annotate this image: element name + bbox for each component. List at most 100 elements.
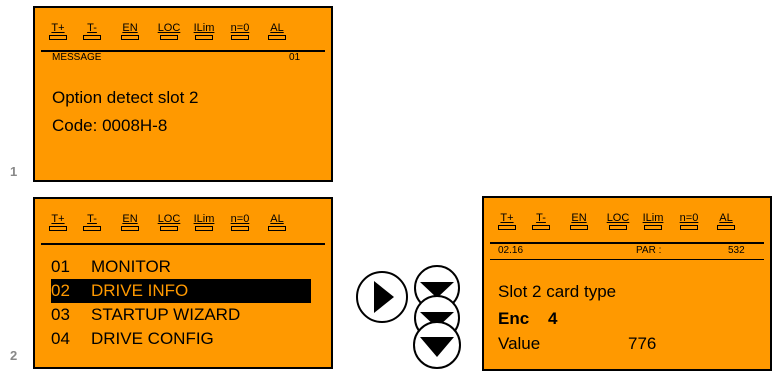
led-lamp-icon bbox=[160, 226, 178, 231]
led-label: ILim bbox=[642, 212, 664, 224]
led-lamp-icon bbox=[160, 35, 178, 40]
menu-item-number: 03 bbox=[51, 305, 70, 324]
led-indicator: ILim bbox=[191, 22, 217, 40]
led-label: n=0 bbox=[679, 212, 699, 224]
led-indicator: EN bbox=[117, 213, 143, 231]
led-label: T- bbox=[87, 213, 97, 225]
led-lamp-icon bbox=[195, 226, 213, 231]
right-arrow-button[interactable] bbox=[354, 269, 410, 325]
header-subdivider bbox=[490, 259, 764, 260]
led-indicator: T- bbox=[79, 22, 105, 40]
parameter-enc-key: Enc bbox=[498, 309, 530, 328]
led-label: LOC bbox=[157, 213, 181, 225]
led-label: EN bbox=[122, 213, 138, 225]
led-indicator: T+ bbox=[494, 212, 520, 230]
right-arrow-icon bbox=[374, 281, 394, 313]
led-indicator: EN bbox=[566, 212, 592, 230]
led-lamp-icon bbox=[609, 225, 627, 230]
step-number-1: 1 bbox=[10, 164, 18, 179]
led-lamp-icon bbox=[532, 225, 550, 230]
message-line-1: Option detect slot 2 bbox=[52, 88, 199, 107]
led-indicator: T+ bbox=[45, 22, 71, 40]
parameter-line-1: Slot 2 card type bbox=[498, 282, 617, 301]
led-indicator: AL bbox=[713, 212, 739, 230]
led-label: AL bbox=[270, 22, 284, 34]
down-arrow-button-bottom[interactable] bbox=[409, 319, 465, 371]
header-divider bbox=[490, 242, 764, 244]
led-label: n=0 bbox=[230, 213, 250, 225]
led-label: LOC bbox=[157, 22, 181, 34]
led-lamp-icon bbox=[268, 226, 286, 231]
led-label: AL bbox=[719, 212, 733, 224]
led-lamp-icon bbox=[121, 35, 139, 40]
led-label: T- bbox=[536, 212, 546, 224]
led-label: T+ bbox=[500, 212, 514, 224]
menu-item-drive-info[interactable]: 02 DRIVE INFO bbox=[51, 279, 311, 303]
message-header-label: MESSAGE bbox=[52, 52, 102, 63]
led-indicator: n=0 bbox=[676, 212, 702, 230]
led-indicator: EN bbox=[117, 22, 143, 40]
led-lamp-icon bbox=[231, 226, 249, 231]
header-divider bbox=[41, 50, 325, 52]
display-panel-parameter: T+ T- EN LOC ILim n=0 AL 02.16 PAR : 532 Slot … bbox=[482, 196, 772, 371]
down-arrow-icon bbox=[420, 282, 454, 298]
led-indicator: LOC bbox=[156, 22, 182, 40]
led-indicator: n=0 bbox=[227, 213, 253, 231]
led-indicator: AL bbox=[264, 22, 290, 40]
message-header-number: 01 bbox=[289, 52, 301, 63]
menu-item-startup-wizard[interactable]: 03 STARTUP WIZARD bbox=[51, 303, 311, 327]
led-indicator: T+ bbox=[45, 213, 71, 231]
led-lamp-icon bbox=[268, 35, 286, 40]
led-label: EN bbox=[571, 212, 587, 224]
menu-item-label: DRIVE CONFIG bbox=[91, 329, 214, 348]
led-indicator: T- bbox=[528, 212, 554, 230]
led-indicator: ILim bbox=[640, 212, 666, 230]
led-lamp-icon bbox=[498, 225, 516, 230]
display-panel-message: T+ T- EN LOC ILim n=0 AL MESSAGE 01 Option det… bbox=[33, 6, 333, 182]
led-lamp-icon bbox=[231, 35, 249, 40]
led-lamp-icon bbox=[83, 35, 101, 40]
display-panel-menu: T+ T- EN LOC ILim n=0 AL 01 MONITOR 02 DRIVE INF… bbox=[33, 197, 333, 369]
message-line-2: Code: 0008H-8 bbox=[52, 116, 168, 135]
led-indicator: AL bbox=[264, 213, 290, 231]
led-label: AL bbox=[270, 213, 284, 225]
step-number-2: 2 bbox=[10, 348, 18, 363]
led-row: T+ T- EN LOC ILim n=0 AL bbox=[484, 198, 770, 238]
parameter-value-key: Value bbox=[498, 334, 541, 353]
led-label: T+ bbox=[51, 213, 65, 225]
led-label: ILim bbox=[193, 213, 215, 225]
led-indicator: n=0 bbox=[227, 22, 253, 40]
menu-item-monitor[interactable]: 01 MONITOR bbox=[51, 255, 311, 279]
led-label: T+ bbox=[51, 22, 65, 34]
led-lamp-icon bbox=[49, 226, 67, 231]
parameter-value: 776 bbox=[628, 334, 657, 353]
menu-item-number: 04 bbox=[51, 329, 70, 348]
header-divider bbox=[41, 243, 325, 245]
led-lamp-icon bbox=[195, 35, 213, 40]
led-label: ILim bbox=[193, 22, 215, 34]
parameter-index: 02.16 bbox=[498, 245, 524, 256]
led-label: EN bbox=[122, 22, 138, 34]
menu-item-label: DRIVE INFO bbox=[91, 281, 189, 300]
led-lamp-icon bbox=[717, 225, 735, 230]
led-lamp-icon bbox=[570, 225, 588, 230]
menu-item-number: 01 bbox=[51, 257, 70, 276]
led-lamp-icon bbox=[83, 226, 101, 231]
parameter-label: PAR : bbox=[636, 245, 662, 256]
led-lamp-icon bbox=[49, 35, 67, 40]
led-indicator: LOC bbox=[156, 213, 182, 231]
led-label: LOC bbox=[606, 212, 630, 224]
led-lamp-icon bbox=[644, 225, 662, 230]
led-lamp-icon bbox=[680, 225, 698, 230]
menu-item-number: 02 bbox=[51, 281, 70, 300]
led-row: T+ T- EN LOC ILim n=0 AL bbox=[35, 8, 331, 48]
led-label: T- bbox=[87, 22, 97, 34]
menu-item-drive-config[interactable]: 04 DRIVE CONFIG bbox=[51, 327, 311, 351]
parameter-number: 532 bbox=[728, 245, 745, 256]
menu-item-label: STARTUP WIZARD bbox=[91, 305, 241, 324]
led-row: T+ T- EN LOC ILim n=0 AL bbox=[35, 199, 331, 239]
led-indicator: ILim bbox=[191, 213, 217, 231]
down-arrow-icon bbox=[420, 337, 454, 357]
led-label: n=0 bbox=[230, 22, 250, 34]
menu-item-label: MONITOR bbox=[91, 257, 171, 276]
